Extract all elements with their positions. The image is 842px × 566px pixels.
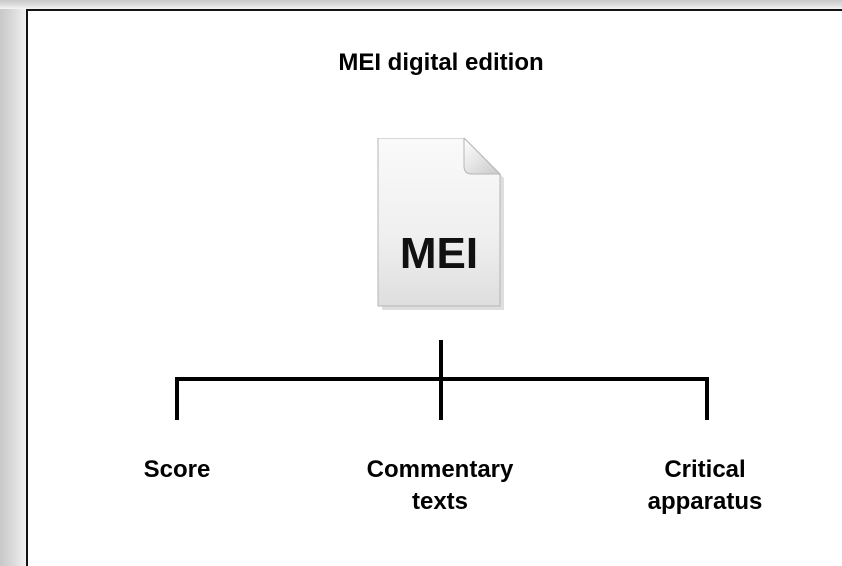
node-commentary-texts: Commentary texts — [366, 456, 514, 515]
document-icon-label: MEI — [400, 229, 478, 278]
diagram-title: MEI digital edition — [338, 49, 544, 76]
slide-shadow-left — [0, 0, 26, 566]
slide-shadow-top — [0, 0, 842, 9]
node-critical-apparatus: Critical apparatus — [647, 456, 763, 515]
node-score: Score — [143, 456, 211, 483]
document-file-icon: MEI — [377, 138, 504, 310]
